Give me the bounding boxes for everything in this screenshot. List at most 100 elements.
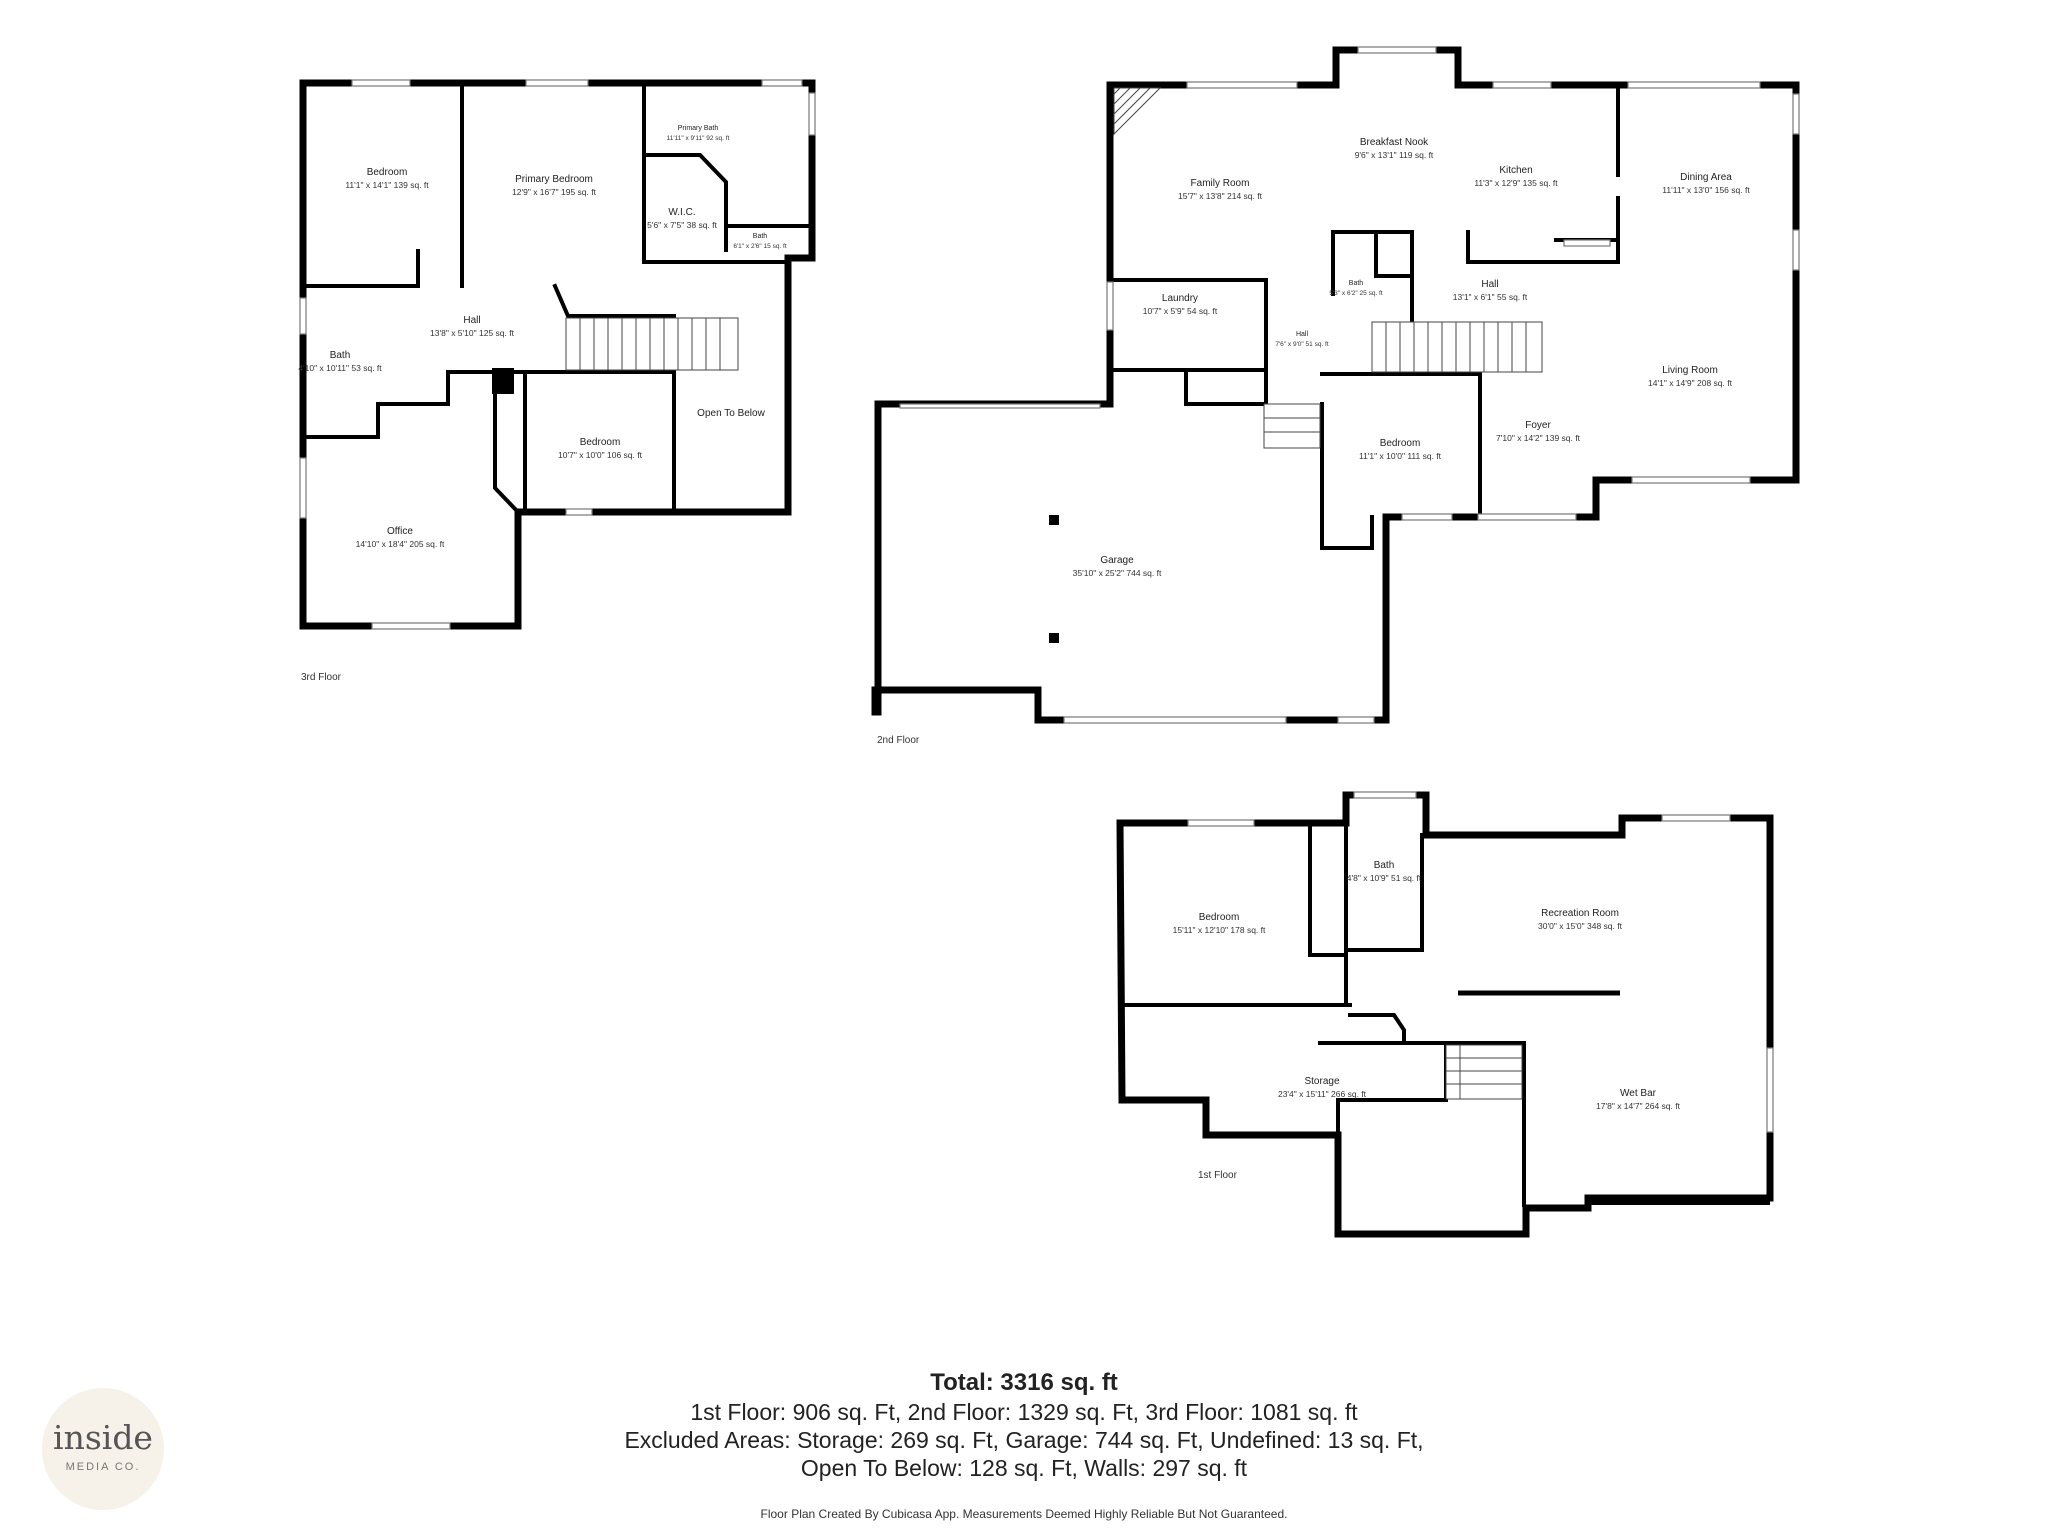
room-label-second-foyer: Foyer 7'10" x 14'2" 139 sq. ft [1496, 420, 1581, 443]
room-name: Primary Bath [678, 125, 719, 132]
room-labels: Bedroom 11'1" x 14'1" 139 sq. ft Primary B… [298, 125, 1750, 1111]
room-label-first-recreation-room: Recreation Room 30'0" x 15'0" 348 sq. ft [1538, 908, 1623, 931]
room-label-third-primary-bath: Primary Bath 11'11" x 9'11" 92 sq. ft [667, 125, 730, 142]
room-name: Bath [1374, 860, 1395, 871]
room-dimensions: 11'11" x 9'11" 92 sq. ft [667, 135, 730, 142]
room-dimensions: 9'6" x 13'1" 119 sq. ft [1355, 150, 1434, 160]
room-label-third-bedroom-a: Bedroom 11'1" x 14'1" 139 sq. ft [345, 167, 429, 190]
room-dimensions: 30'0" x 15'0" 348 sq. ft [1538, 921, 1623, 931]
room-dimensions: 12'9" x 16'7" 195 sq. ft [512, 187, 597, 197]
room-dimensions: 6'1" x 2'6" 15 sq. ft [733, 243, 787, 250]
stairs-second-floor [1263, 321, 1543, 449]
room-label-third-hall: Hall 13'8" x 5'10" 125 sq. ft [430, 315, 515, 338]
room-label-third-bath: Bath 4'10" x 10'11" 53 sq. ft [298, 350, 382, 373]
room-label-second-garage: Garage 35'10" x 25'2" 744 sq. ft [1073, 555, 1162, 578]
room-name: Office [387, 526, 413, 537]
second-floor-plan: 2nd Floor [871, 46, 1800, 746]
room-label-first-wet-bar: Wet Bar 17'8" x 14'7" 264 sq. ft [1596, 1088, 1681, 1111]
room-label-third-office: Office 14'10" x 18'4" 205 sq. ft [356, 526, 445, 549]
second-floor-label: 2nd Floor [877, 735, 920, 746]
stairs-first-floor [1445, 1044, 1523, 1100]
room-name: Hall [463, 315, 480, 326]
excluded-areas-line: Excluded Areas: Storage: 269 sq. Ft, Gar… [624, 1427, 1424, 1453]
room-label-third-open-to-below: Open To Below [697, 408, 765, 419]
total-area: Total: 3316 sq. ft [930, 1369, 1118, 1396]
room-name: Living Room [1662, 365, 1718, 376]
room-name: Breakfast Nook [1360, 137, 1429, 148]
room-dimensions: 11'1" x 10'0" 111 sq. ft [1359, 451, 1442, 461]
third-floor-plan: 3rd Floor [299, 79, 816, 683]
inside-media-logo: inside MEDIA CO. [42, 1388, 164, 1510]
room-dimensions: 11'1" x 14'1" 139 sq. ft [345, 180, 429, 190]
room-dimensions: 15'11" x 12'10" 178 sq. ft [1173, 925, 1266, 935]
room-name: Hall [1296, 331, 1309, 338]
room-name: Bath [1349, 280, 1364, 287]
room-name: Recreation Room [1541, 908, 1619, 919]
room-label-second-dining-area: Dining Area 11'11" x 13'0" 156 sq. ft [1662, 172, 1750, 195]
room-name: Bedroom [367, 167, 408, 178]
room-label-second-laundry: Laundry 10'7" x 5'9" 54 sq. ft [1143, 293, 1218, 316]
room-label-second-family-room: Family Room 15'7" x 13'8" 214 sq. ft [1178, 178, 1263, 201]
room-label-second-hall-b: Hall 7'6" x 9'0" 51 sq. ft [1275, 331, 1329, 348]
room-dimensions: 14'1" x 14'9" 208 sq. ft [1648, 378, 1733, 388]
room-name: Storage [1304, 1076, 1339, 1087]
room-label-first-bath: Bath 4'8" x 10'9" 51 sq. ft [1347, 860, 1422, 883]
room-name: Bedroom [1380, 438, 1421, 449]
excluded-areas-line-2: Open To Below: 128 sq. Ft, Walls: 297 sq… [800, 1455, 1248, 1481]
room-dimensions: 4'10" x 10'11" 53 sq. ft [298, 363, 382, 373]
room-name: Open To Below [697, 408, 765, 419]
room-dimensions: 7'6" x 9'0" 51 sq. ft [1275, 341, 1329, 348]
room-name: Family Room [1191, 178, 1250, 189]
room-label-third-bedroom-b: Bedroom 10'7" x 10'0" 106 sq. ft [558, 437, 643, 460]
room-label-third-primary-bedroom: Primary Bedroom 12'9" x 16'7" 195 sq. ft [512, 174, 597, 197]
logo-word: inside [53, 1418, 153, 1457]
room-dimensions: 23'4" x 15'11" 266 sq. ft [1278, 1089, 1367, 1099]
room-dimensions: 13'1" x 6'1" 55 sq. ft [1453, 292, 1528, 302]
disclaimer: Floor Plan Created By Cubicasa App. Meas… [760, 1507, 1288, 1521]
room-dimensions: 13'8" x 5'10" 125 sq. ft [430, 328, 515, 338]
room-dimensions: 5'6" x 7'5" 38 sq. ft [647, 220, 717, 230]
room-dimensions: 10'7" x 5'9" 54 sq. ft [1143, 306, 1218, 316]
room-name: Dining Area [1680, 172, 1732, 183]
room-dimensions: 7'10" x 14'2" 139 sq. ft [1496, 433, 1581, 443]
room-dimensions: 15'7" x 13'8" 214 sq. ft [1178, 191, 1263, 201]
room-name: Bedroom [1199, 912, 1240, 923]
stairs-third-floor [565, 317, 739, 371]
first-floor-label: 1st Floor [1198, 1170, 1238, 1181]
area-summary: Total: 3316 sq. ft 1st Floor: 906 sq. Ft… [0, 1368, 2048, 1482]
room-name: Hall [1481, 279, 1498, 290]
third-floor-label: 3rd Floor [301, 672, 342, 683]
room-dimensions: 4'8" x 10'9" 51 sq. ft [1347, 873, 1422, 883]
room-label-third-bath-small: Bath 6'1" x 2'6" 15 sq. ft [733, 233, 787, 250]
room-label-first-storage: Storage 23'4" x 15'11" 266 sq. ft [1278, 1076, 1367, 1099]
room-name: Bedroom [580, 437, 621, 448]
room-label-second-living-room: Living Room 14'1" x 14'9" 208 sq. ft [1648, 365, 1733, 388]
room-name: Primary Bedroom [515, 174, 593, 185]
room-label-second-kitchen: Kitchen 11'3" x 12'9" 135 sq. ft [1474, 165, 1558, 188]
first-floor-plan: 1st Floor [1116, 791, 1774, 1238]
room-dimensions: 5'3" x 6'2" 25 sq. ft [1329, 290, 1383, 297]
floor-areas-line: 1st Floor: 906 sq. Ft, 2nd Floor: 1329 s… [690, 1399, 1358, 1425]
room-name: Garage [1100, 555, 1134, 566]
room-name: Bath [330, 350, 351, 361]
room-name: Wet Bar [1620, 1088, 1657, 1099]
logo-subtitle: MEDIA CO. [65, 1461, 141, 1473]
room-name: Kitchen [1499, 165, 1532, 176]
room-label-second-bedroom: Bedroom 11'1" x 10'0" 111 sq. ft [1359, 438, 1442, 461]
room-label-second-breakfast-nook: Breakfast Nook 9'6" x 13'1" 119 sq. ft [1355, 137, 1434, 160]
room-dimensions: 11'11" x 13'0" 156 sq. ft [1662, 185, 1750, 195]
room-name: Laundry [1162, 293, 1198, 304]
room-dimensions: 11'3" x 12'9" 135 sq. ft [1474, 178, 1558, 188]
room-dimensions: 14'10" x 18'4" 205 sq. ft [356, 539, 445, 549]
room-name: W.I.C. [668, 207, 695, 218]
room-name: Bath [753, 233, 768, 240]
room-label-first-bedroom: Bedroom 15'11" x 12'10" 178 sq. ft [1173, 912, 1266, 935]
room-dimensions: 35'10" x 25'2" 744 sq. ft [1073, 568, 1162, 578]
room-label-third-wic: W.I.C. 5'6" x 7'5" 38 sq. ft [647, 207, 717, 230]
room-label-second-hall-a: Hall 13'1" x 6'1" 55 sq. ft [1453, 279, 1528, 302]
room-dimensions: 17'8" x 14'7" 264 sq. ft [1596, 1101, 1681, 1111]
room-label-second-bath: Bath 5'3" x 6'2" 25 sq. ft [1329, 280, 1383, 297]
room-name: Foyer [1525, 420, 1551, 431]
room-dimensions: 10'7" x 10'0" 106 sq. ft [558, 450, 643, 460]
